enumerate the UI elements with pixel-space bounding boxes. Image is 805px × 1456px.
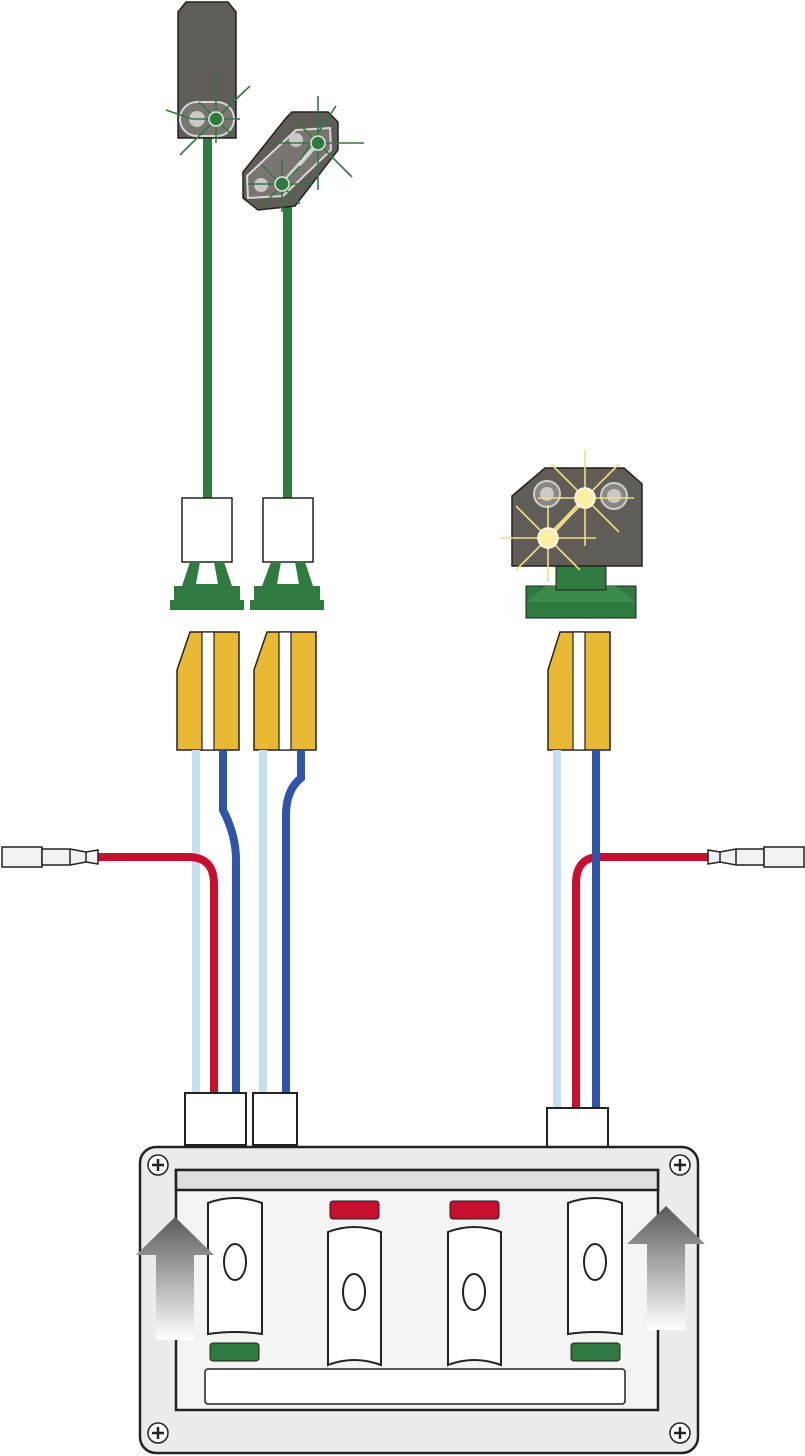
middle-signal-foot-box xyxy=(262,497,314,563)
left-signal-foot-box xyxy=(181,497,233,563)
middle-signal xyxy=(242,96,364,500)
middle-signal-lamp-off-1 xyxy=(289,133,303,147)
connector-right xyxy=(547,631,611,751)
flat-plug-right xyxy=(707,846,805,868)
flat-plug-left xyxy=(1,846,99,868)
right-signal-lamp-yellow-2 xyxy=(537,527,559,549)
wire-left-red xyxy=(98,853,218,1094)
middle-signal-foot xyxy=(250,497,324,610)
wire-left-blue xyxy=(219,750,240,1094)
right-signal-base-bevel xyxy=(526,586,636,602)
connector-left xyxy=(176,631,240,751)
lever-3[interactable] xyxy=(447,1226,502,1367)
indicator-red-1 xyxy=(329,1200,380,1220)
left-signal-foot-base xyxy=(170,562,244,610)
indicator-red-2 xyxy=(449,1200,500,1220)
arrow-up-left xyxy=(136,1217,214,1340)
connector-middle-stripe xyxy=(278,631,292,751)
middle-signal-lamp-link xyxy=(280,141,320,186)
right-signal-head xyxy=(511,467,643,567)
right-signal-lamp-off-2-core xyxy=(607,489,621,503)
panel-label-field xyxy=(204,1368,626,1405)
left-signal xyxy=(165,1,251,500)
middle-signal-mast xyxy=(283,200,292,500)
plug-block-right xyxy=(546,1107,609,1149)
screw-icon xyxy=(147,1154,169,1176)
plug-block-middle xyxy=(252,1092,298,1146)
screw-icon xyxy=(669,1422,691,1444)
lever-1[interactable] xyxy=(207,1197,263,1336)
right-signal-lamp-yellow-1 xyxy=(574,487,596,509)
control-panel xyxy=(136,1145,705,1455)
wire-middle-blue xyxy=(282,750,305,1094)
connector-middle xyxy=(253,631,317,751)
screw-icon xyxy=(147,1422,169,1444)
left-signal-mast xyxy=(203,138,212,500)
panel-rail xyxy=(174,1168,660,1192)
flat-plug-left-tip xyxy=(1,846,43,868)
lever-2[interactable] xyxy=(327,1226,382,1367)
middle-signal-lamp-green-1 xyxy=(310,135,326,151)
lever-4[interactable] xyxy=(567,1197,623,1336)
screw-icon xyxy=(669,1154,691,1176)
left-signal-lamp-green xyxy=(208,111,224,127)
right-signal-lamp-off-1-core xyxy=(540,487,554,501)
flat-plug-right-tip xyxy=(763,846,805,868)
arrow-up-right xyxy=(627,1206,705,1330)
middle-signal-lamp-green-2 xyxy=(274,176,290,192)
middle-signal-lamp-off-2 xyxy=(254,178,268,192)
left-signal-foot xyxy=(170,497,244,610)
indicator-green-2 xyxy=(570,1342,621,1362)
indicator-green-1 xyxy=(209,1342,260,1362)
connector-left-stripe xyxy=(201,631,215,751)
wires xyxy=(98,750,710,1108)
middle-signal-foot-base xyxy=(250,562,324,610)
plug-block-left xyxy=(184,1092,247,1146)
right-signal xyxy=(500,450,643,619)
connector-right-stripe xyxy=(572,631,586,751)
